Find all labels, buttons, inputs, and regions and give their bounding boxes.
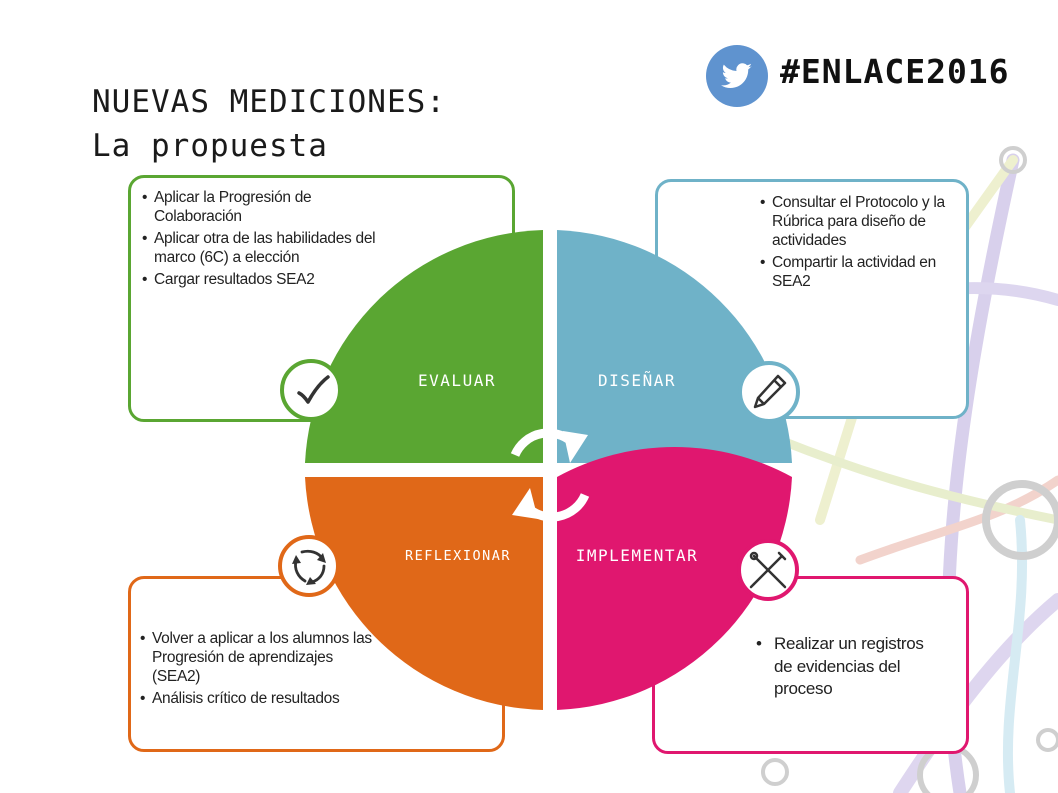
reflexionar-quadrant [305,477,543,710]
implementar-quadrant [557,446,792,710]
disenar-quadrant [557,230,792,463]
title-line-1: NUEVAS MEDICIONES: [92,84,446,120]
evaluar-bullet-item: Cargar resultados SEA2 [142,270,382,289]
disenar-label: DISEÑAR [598,371,676,390]
evaluar-bullet-item: Aplicar otra de las habilidades del marc… [142,229,382,267]
refresh-arrowhead-top [563,431,588,463]
cycle-diagram: EVALUAR DISEÑAR REFLEXIONAR IMPLEMENTAR [305,230,792,710]
reflection-cycle-icon [278,535,340,597]
reflexionar-list: Volver a aplicar a los alumnos las Progr… [140,629,380,711]
page-title: NUEVAS MEDICIONES: La propuesta [92,80,446,168]
title-line-2: La propuesta [92,128,328,164]
checkmark-icon [280,359,342,421]
reflexionar-label: REFLEXIONAR [405,548,511,564]
refresh-arrowhead-bottom [512,488,538,519]
tools-icon [737,539,799,601]
twitter-bird-icon [706,45,768,107]
reflexionar-bullet-item: Volver a aplicar a los alumnos las Progr… [140,629,380,686]
evaluar-label: EVALUAR [418,371,496,390]
reflexionar-bullet-item: Análisis crítico de resultados [140,689,380,708]
pencil-icon [738,361,800,423]
implementar-bullet-item: Realizar un registros de evidencias del … [756,633,936,701]
implementar-label: IMPLEMENTAR [576,546,698,565]
disenar-bullet-item: Consultar el Protocolo y la Rúbrica para… [760,193,960,250]
implementar-list: Realizar un registros de evidencias del … [756,633,936,704]
evaluar-list: Aplicar la Progresión de ColaboraciónApl… [142,188,382,292]
evaluar-bullet-item: Aplicar la Progresión de Colaboración [142,188,382,226]
disenar-list: Consultar el Protocolo y la Rúbrica para… [760,193,960,294]
disenar-bullet-item: Compartir la actividad en SEA2 [760,253,960,291]
evaluar-quadrant [305,230,543,463]
hashtag: #ENLACE2016 [780,52,1010,91]
